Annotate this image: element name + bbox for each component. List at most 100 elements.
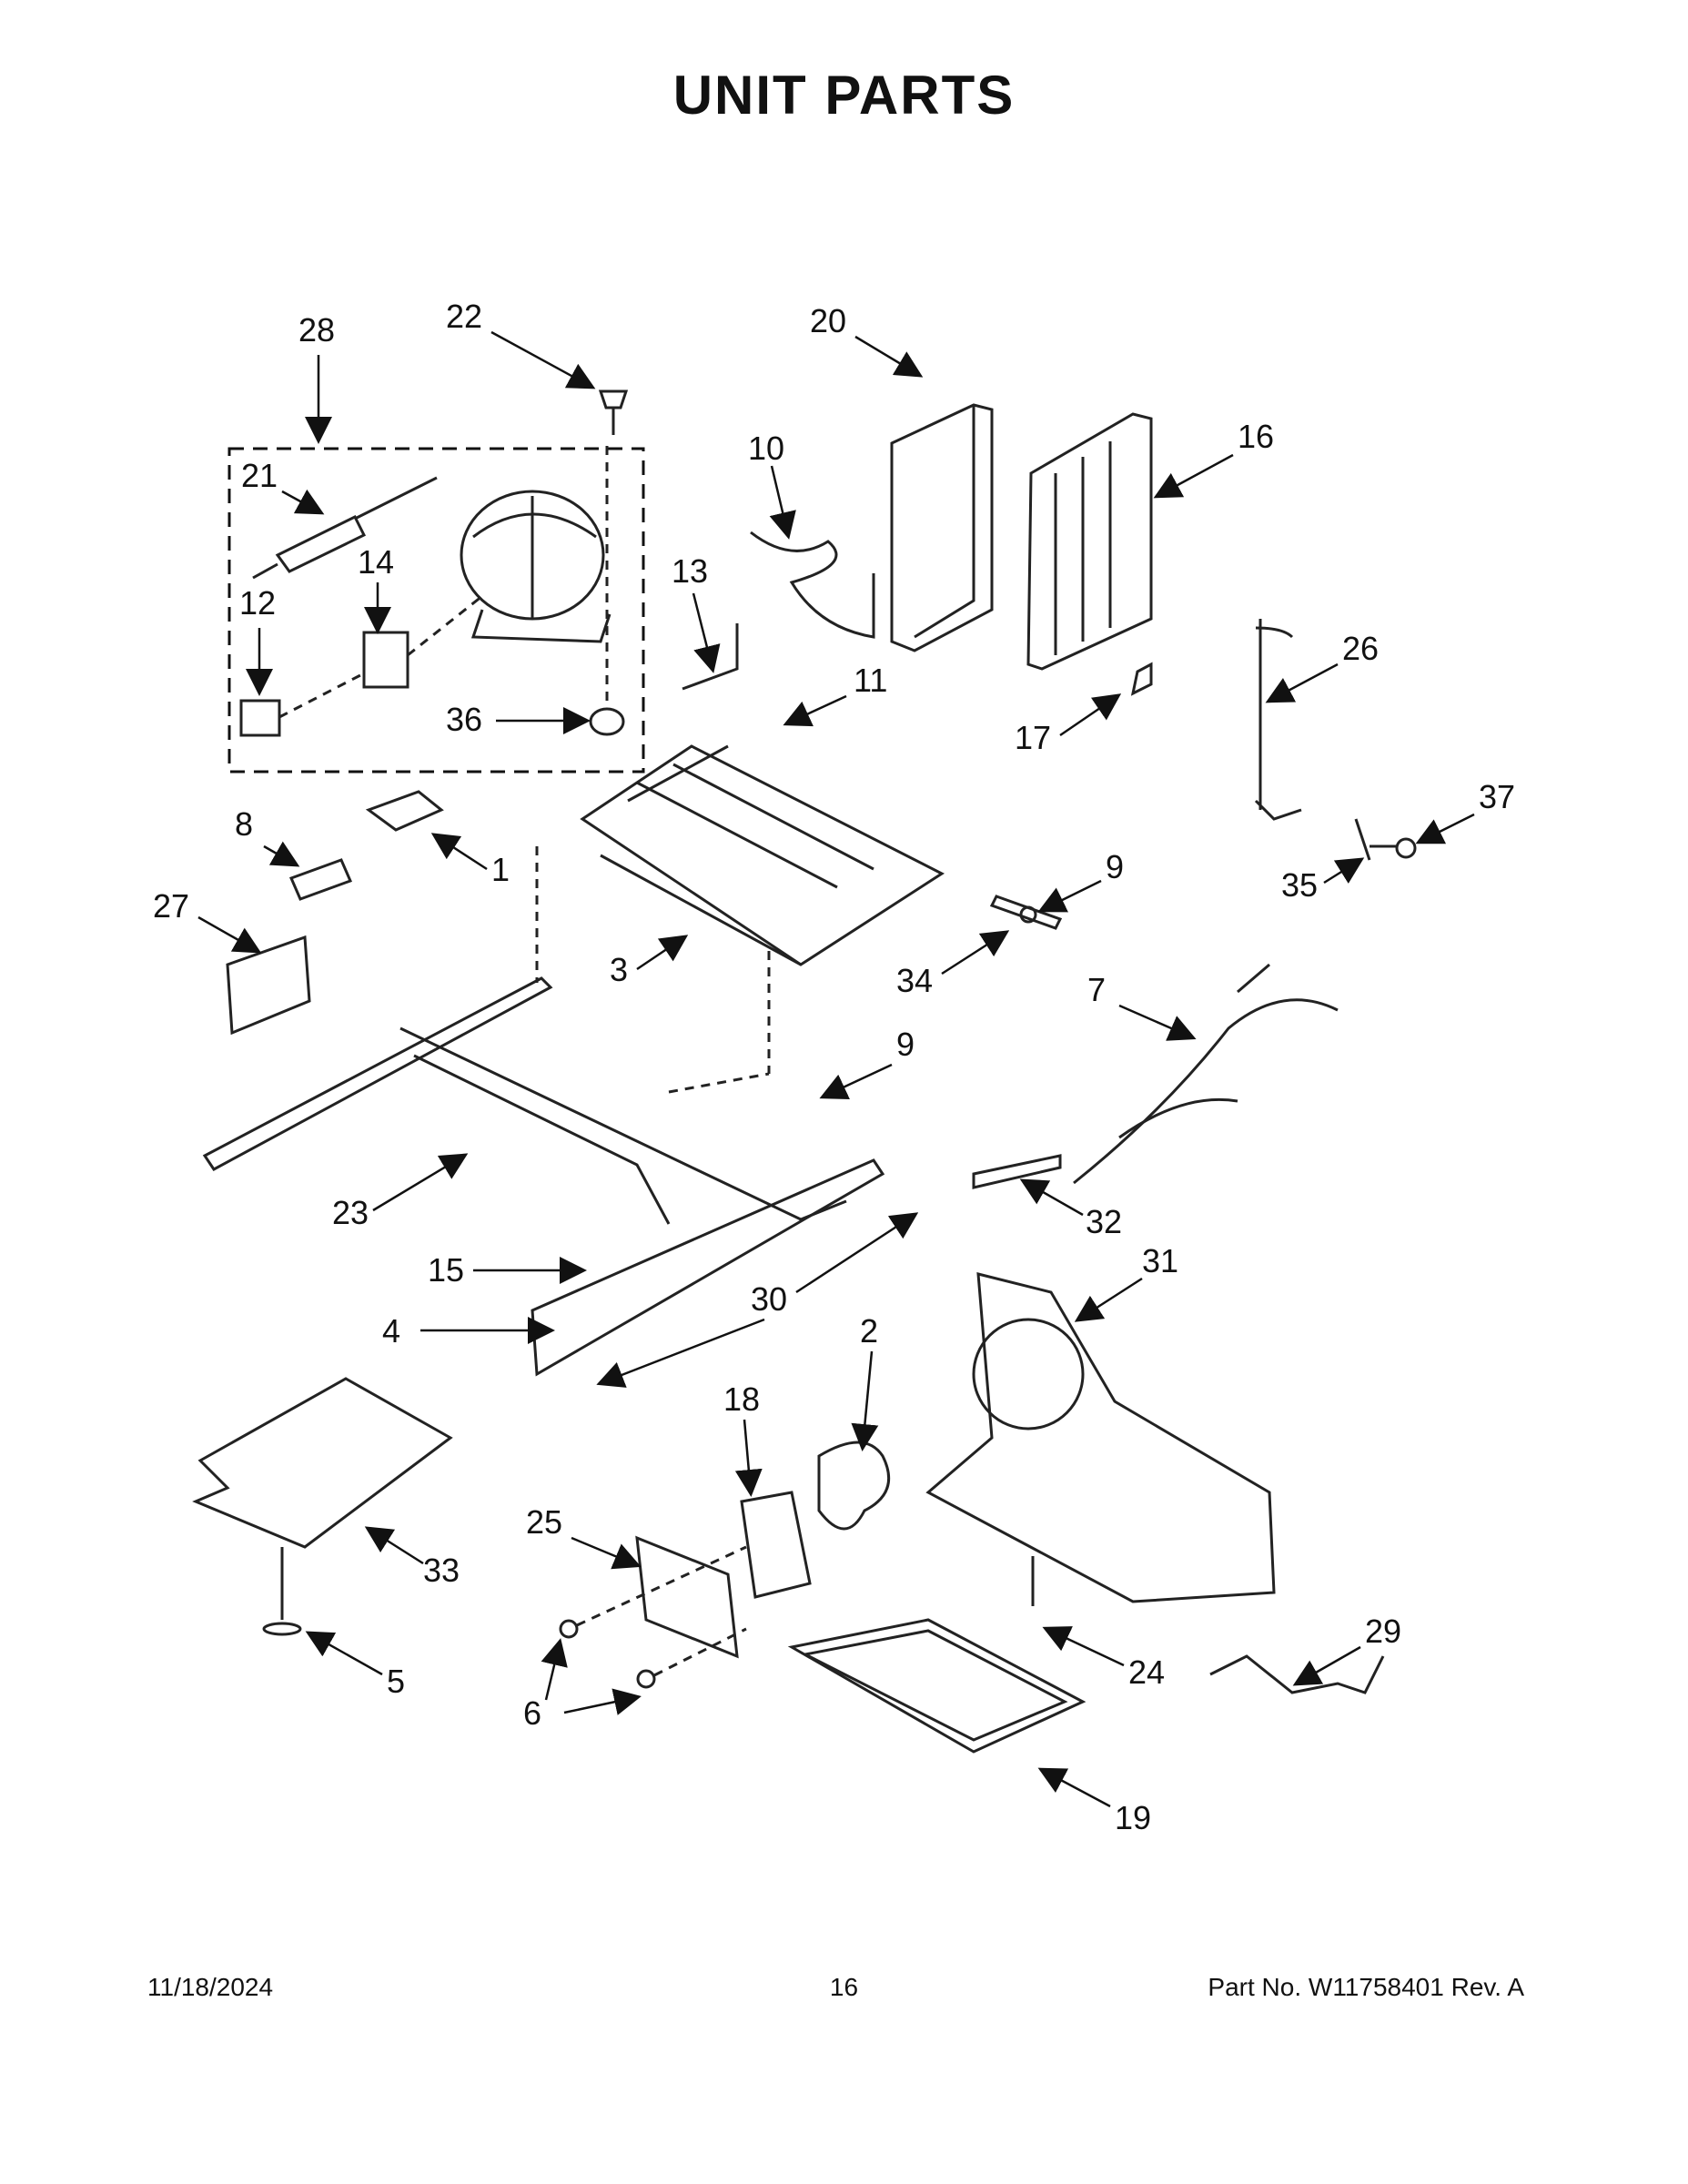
part-tubing-29: [1209, 1654, 1385, 1694]
callout-21-arrow: [281, 489, 325, 515]
part-strap-32: [972, 1154, 1062, 1189]
callout-35-arrow: [1323, 857, 1365, 885]
callout-6: 6: [523, 1694, 541, 1732]
compressor-assembly-box: [227, 447, 645, 774]
part-drier: [252, 476, 438, 580]
callout-11-arrow: [783, 694, 847, 727]
callout-1: 1: [491, 851, 510, 888]
callout-33: 33: [423, 1552, 460, 1589]
callout-8-arrow: [263, 841, 300, 867]
part-start-device: [362, 594, 483, 689]
callout-4: 4: [382, 1312, 400, 1350]
callout-10: 10: [748, 430, 784, 467]
footer-date: 11/18/2024: [147, 1973, 274, 2001]
callout-34-arrow: [941, 930, 1010, 976]
callout-22: 22: [446, 298, 482, 335]
callout-27: 27: [153, 887, 189, 925]
part-drain-pan-19: [787, 1618, 1087, 1754]
callout-6-arrow-a: [541, 1638, 568, 1701]
part-tubing-10: [750, 531, 875, 639]
callout-24: 24: [1128, 1653, 1165, 1691]
part-overload: [239, 672, 365, 737]
callout-17-arrow: [1059, 693, 1122, 737]
footer-page-number: 16: [829, 1973, 859, 2001]
callout-23-arrow: [372, 1153, 469, 1212]
callout-28: 28: [298, 311, 335, 349]
callout-29-arrow: [1292, 1645, 1361, 1686]
callout-16-arrow: [1153, 453, 1234, 499]
callout-11: 11: [854, 662, 887, 699]
callout-34: 34: [896, 962, 933, 999]
callout-9b: 9: [896, 1026, 915, 1063]
callout-23: 23: [332, 1194, 369, 1231]
callout-15: 15: [428, 1251, 464, 1289]
part-base-rails-23: [202, 846, 847, 1225]
callout-1-arrow: [430, 833, 488, 871]
part-motor-bracket-25: [635, 1535, 739, 1659]
callout-10-arrow: [769, 465, 796, 540]
callout-9a-arrow: [1037, 879, 1102, 913]
callout-24-arrow: [1042, 1626, 1125, 1667]
callout-16: 16: [1238, 418, 1274, 455]
callout-36: 36: [446, 701, 482, 738]
part-clip-35: [1354, 818, 1371, 861]
callout-33-arrow: [364, 1526, 424, 1565]
callout-13: 13: [672, 552, 708, 590]
part-tube-8: [288, 858, 353, 901]
callout-37-arrow: [1415, 813, 1475, 844]
callout-26-arrow: [1265, 662, 1339, 703]
callout-31-arrow: [1074, 1277, 1143, 1322]
callout-26: 26: [1342, 630, 1379, 667]
callout-8: 8: [235, 805, 253, 843]
part-rail-4: [531, 1158, 885, 1377]
callout-30: 30: [751, 1280, 787, 1318]
part-condenser-shroud: [890, 403, 994, 652]
part-screw-37: [1370, 837, 1417, 859]
callout-32-arrow: [1019, 1178, 1084, 1217]
callout-30-arrow-b: [596, 1318, 765, 1388]
part-fan-blade-2: [817, 1441, 891, 1531]
callout-17: 17: [1015, 719, 1051, 756]
callout-20-arrow: [854, 335, 924, 378]
callout-32: 32: [1086, 1203, 1122, 1240]
footer-part-number: Part No. W11758401 Rev. A: [1208, 1973, 1524, 2001]
callout-9a: 9: [1106, 848, 1124, 885]
callout-6-arrow-b: [563, 1688, 642, 1715]
part-fan-motor-18: [740, 1491, 812, 1599]
part-screws-6: [559, 1545, 747, 1689]
callout-5: 5: [387, 1663, 405, 1700]
callout-2-arrow: [851, 1350, 879, 1451]
part-bolt-22: [598, 389, 629, 435]
part-fan-bracket-31: [925, 1272, 1276, 1603]
part-pad-1: [365, 790, 444, 832]
callout-14: 14: [358, 543, 394, 581]
callout-21: 21: [241, 457, 278, 494]
callout-20: 20: [810, 302, 846, 339]
part-cover-33: [192, 1377, 453, 1549]
part-heater-26: [1254, 619, 1302, 821]
callout-12: 12: [239, 584, 276, 622]
callout-3-arrow: [636, 935, 689, 971]
callout-18: 18: [723, 1380, 760, 1418]
callout-13-arrow: [692, 592, 721, 673]
part-compressor: [460, 490, 612, 643]
part-evaporator: [580, 744, 945, 966]
part-grommet: [589, 446, 625, 736]
callout-2: 2: [860, 1312, 878, 1350]
callout-9b-arrow: [819, 1063, 893, 1100]
callout-37: 37: [1479, 778, 1515, 815]
callouts: 28 22 20 16 21 14 10 13 12 11 36 17 26 3…: [153, 298, 1515, 1836]
callout-3: 3: [610, 951, 628, 988]
callout-18-arrow: [734, 1419, 763, 1497]
callout-7-arrow: [1118, 1004, 1197, 1041]
callout-31: 31: [1142, 1242, 1178, 1279]
callout-35: 35: [1281, 866, 1318, 904]
callout-19: 19: [1115, 1799, 1151, 1836]
part-harness-7: [1073, 963, 1339, 1185]
callout-29: 29: [1365, 1613, 1401, 1650]
part-clip-17: [1130, 662, 1153, 696]
callout-22-arrow: [490, 330, 596, 389]
part-leveling-leg-5: [262, 1547, 302, 1636]
part-condenser: [1026, 412, 1153, 671]
